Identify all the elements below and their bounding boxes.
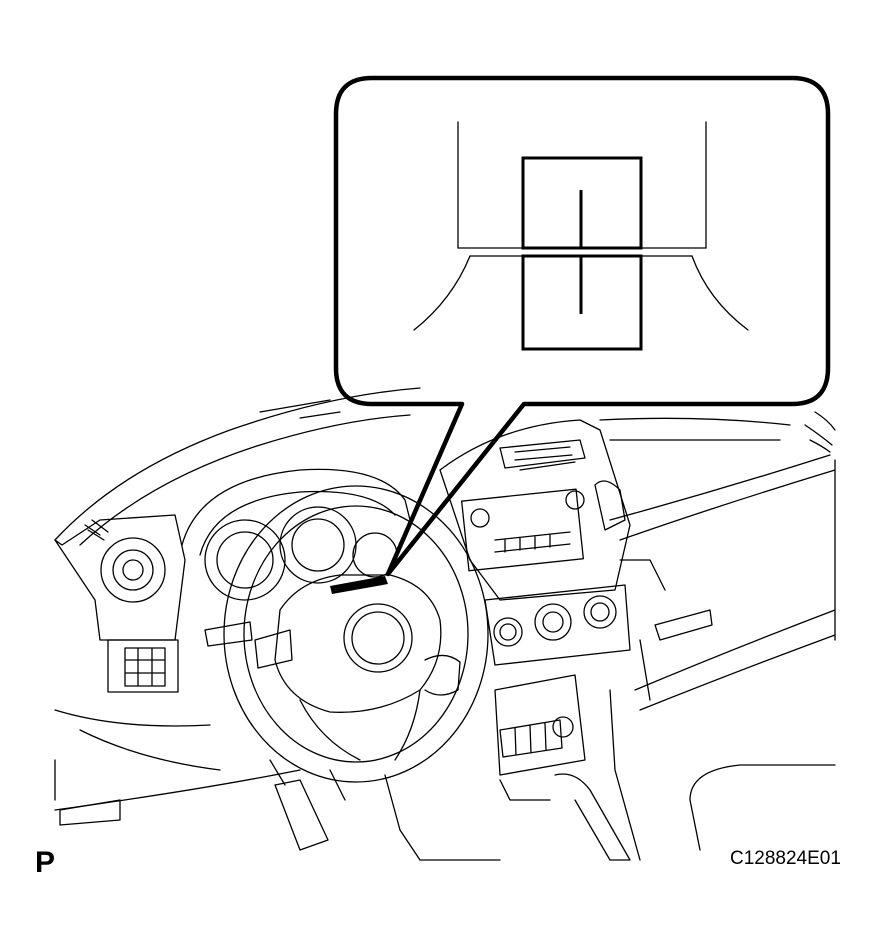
dash-top-contour-3 xyxy=(259,399,341,419)
cluster-hood xyxy=(181,468,411,546)
passenger-panel xyxy=(619,559,666,701)
audio-unit xyxy=(461,488,584,572)
center-top-vent xyxy=(499,439,586,469)
steering-lower-spoke xyxy=(299,689,421,761)
steering-wheel-rim-outer xyxy=(223,485,489,783)
climate-panel xyxy=(484,584,631,666)
side-vent-right xyxy=(804,411,836,453)
lower-console xyxy=(494,674,586,776)
left-dash-outline xyxy=(54,514,186,641)
left-air-vent-core xyxy=(122,559,144,581)
view-code-label: P xyxy=(35,846,55,879)
detail-column-left-curve xyxy=(413,255,471,331)
climate-knob-right-inner xyxy=(590,602,610,622)
dash-right-contour xyxy=(609,454,836,541)
illustration-id-label: C128824E01 xyxy=(730,848,841,869)
dash-right-lower xyxy=(634,609,836,711)
combination-switch xyxy=(204,621,253,647)
detail-column-right-curve xyxy=(691,255,749,331)
steering-switch-left xyxy=(254,629,293,669)
right-air-vent xyxy=(594,480,626,531)
left-switch-grid xyxy=(124,647,166,687)
climate-knob-right xyxy=(583,595,617,629)
steering-column xyxy=(329,769,501,861)
cluster-hood-inner xyxy=(199,490,396,556)
climate-knob-center xyxy=(534,603,572,641)
speedometer-inner xyxy=(291,518,345,572)
steering-wheel-rim-inner xyxy=(243,505,469,763)
dash-top-contour-2 xyxy=(79,414,411,546)
brake-pedal-arm xyxy=(269,759,286,786)
console-body xyxy=(499,689,641,861)
left-air-vent-inner xyxy=(112,549,154,591)
left-switch-panel xyxy=(107,639,179,693)
dash-right-top xyxy=(599,417,791,441)
center-stack-outline xyxy=(439,419,631,601)
horn-pad-outer xyxy=(343,603,413,673)
glove-box-handle xyxy=(654,609,713,641)
left-air-vent-outer xyxy=(100,537,166,603)
brake-pedal xyxy=(274,779,329,851)
climate-knob-center-inner xyxy=(542,611,564,633)
gauge-small xyxy=(352,532,398,578)
highlighted-column-part xyxy=(330,576,388,594)
hazard-area xyxy=(519,461,576,471)
dashboard-drawing xyxy=(54,387,836,861)
lower-dash-line xyxy=(54,729,301,811)
tachometer xyxy=(204,519,286,601)
steering-hub xyxy=(274,574,442,713)
steering-switch-right xyxy=(424,654,461,696)
dash-top-contour xyxy=(54,387,421,541)
tachometer-inner xyxy=(216,531,274,589)
audio-knob-left xyxy=(470,508,490,528)
left-vent-louvers xyxy=(84,519,109,541)
audio-buttons xyxy=(494,531,571,553)
climate-knob-left-inner xyxy=(499,623,517,641)
detail-callout xyxy=(333,75,831,577)
console-switches xyxy=(499,719,563,758)
passenger-seat xyxy=(689,764,836,851)
left-lower-panel xyxy=(54,709,211,826)
console-knob xyxy=(552,716,574,738)
shift-lever xyxy=(554,773,631,861)
callout-balloon xyxy=(333,75,831,577)
climate-knob-left xyxy=(493,617,523,647)
audio-knob-right xyxy=(565,490,585,510)
horn-pad-inner xyxy=(351,611,405,665)
